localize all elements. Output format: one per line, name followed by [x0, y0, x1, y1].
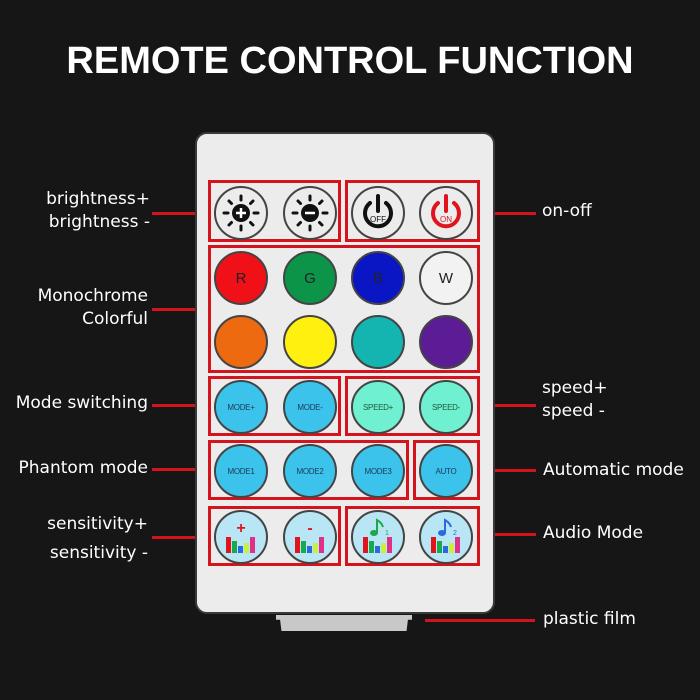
label-speed: speed+ speed -	[542, 377, 608, 423]
group-sensitivity	[208, 506, 341, 566]
plastic-film-tab[interactable]	[276, 615, 412, 631]
sensitivity-plus-button[interactable]: +	[214, 510, 268, 564]
button-label: SPEED+	[363, 402, 393, 412]
auto-button[interactable]: AUTO	[419, 444, 473, 498]
label-brightness-down: brightness -	[48, 212, 150, 232]
power-off-icon: OFF	[363, 194, 393, 229]
button-label: MODE-	[297, 402, 323, 412]
audio-mode-2-button[interactable]: 2	[419, 510, 473, 564]
label-speed-up: speed+	[542, 378, 608, 398]
button-label: SPEED-	[432, 402, 460, 412]
mode-plus-button[interactable]: MODE+	[214, 380, 268, 434]
label-brightness: brightness+ brightness -	[46, 188, 150, 234]
mode-minus-button[interactable]: MODE-	[283, 380, 337, 434]
pointer-line	[480, 212, 536, 215]
group-speed	[345, 376, 480, 436]
group-brightness	[208, 180, 341, 242]
label-mode-switching: Mode switching	[15, 393, 148, 413]
pointer-line	[480, 533, 536, 536]
label-sensitivity: sensitivity+ sensitivity -	[47, 510, 148, 568]
mode3-button[interactable]: MODE3	[351, 444, 405, 498]
label-monochrome: Monochrome	[37, 286, 148, 306]
pointer-line	[480, 404, 536, 407]
power-on-icon: ON	[431, 194, 461, 229]
label-audio-mode: Audio Mode	[543, 523, 644, 543]
pointer-line	[152, 404, 208, 407]
button-label: MODE3	[364, 466, 392, 476]
group-mode-switching	[208, 376, 341, 436]
sun-minus-icon	[291, 194, 329, 232]
color-label: R	[235, 269, 247, 287]
pointer-line	[480, 469, 536, 472]
page-title: REMOTE CONTROL FUNCTION	[66, 40, 634, 82]
button-label: AUTO	[435, 466, 457, 476]
svg-text:1: 1	[385, 530, 389, 537]
speed-plus-button[interactable]: SPEED+	[351, 380, 405, 434]
music-note-2-icon: 2	[431, 518, 460, 553]
svg-text:OFF: OFF	[370, 215, 386, 224]
label-color: Monochrome Colorful	[38, 285, 148, 331]
off-button[interactable]: OFF	[351, 186, 405, 240]
label-phantom-mode: Phantom mode	[18, 458, 148, 478]
yellow-button[interactable]	[283, 315, 337, 369]
group-phantom-mode	[208, 440, 409, 500]
pointer-line	[152, 212, 208, 215]
sensitivity-minus-button[interactable]: -	[283, 510, 337, 564]
equalizer-minus-icon: -	[295, 520, 324, 553]
sun-plus-icon	[222, 194, 260, 232]
button-label: MODE+	[227, 402, 255, 412]
group-auto	[413, 440, 480, 500]
brightness-down-button[interactable]	[283, 186, 337, 240]
music-note-1-icon: 1	[363, 518, 392, 553]
speed-minus-button[interactable]: SPEED-	[419, 380, 473, 434]
audio-mode-1-button[interactable]: 1	[351, 510, 405, 564]
label-automatic-mode: Automatic mode	[543, 460, 684, 480]
button-label: MODE1	[227, 466, 255, 476]
label-colorful: Colorful	[82, 309, 148, 329]
label-plastic-film: plastic film	[543, 609, 636, 629]
blue-button[interactable]: B	[351, 251, 405, 305]
group-audio	[345, 506, 480, 566]
green-button[interactable]: G	[283, 251, 337, 305]
mode2-button[interactable]: MODE2	[283, 444, 337, 498]
color-label: W	[438, 269, 454, 287]
on-button[interactable]: ON	[419, 186, 473, 240]
label-brightness-up: brightness+	[46, 189, 150, 209]
mode1-button[interactable]: MODE1	[214, 444, 268, 498]
pointer-line	[152, 536, 208, 539]
label-speed-down: speed -	[542, 401, 605, 421]
red-button[interactable]: R	[214, 251, 268, 305]
white-button[interactable]: W	[419, 251, 473, 305]
label-sensitivity-up: sensitivity+	[47, 514, 148, 534]
svg-text:-: -	[307, 520, 312, 537]
svg-text:ON: ON	[440, 215, 452, 224]
svg-text:2: 2	[453, 530, 457, 537]
group-colors	[208, 245, 480, 373]
pointer-line	[425, 619, 535, 622]
button-label: MODE2	[296, 466, 324, 476]
pointer-line	[152, 468, 208, 471]
svg-text:+: +	[236, 520, 245, 537]
cyan-button[interactable]	[351, 315, 405, 369]
color-label: G	[304, 269, 316, 287]
label-on-off: on-off	[542, 201, 592, 221]
brightness-up-button[interactable]	[214, 186, 268, 240]
equalizer-plus-icon: +	[226, 520, 255, 553]
purple-button[interactable]	[419, 315, 473, 369]
pointer-line	[152, 308, 208, 311]
color-label: B	[372, 269, 383, 287]
group-power	[345, 180, 480, 242]
orange-button[interactable]	[214, 315, 268, 369]
label-sensitivity-down: sensitivity -	[49, 543, 148, 563]
